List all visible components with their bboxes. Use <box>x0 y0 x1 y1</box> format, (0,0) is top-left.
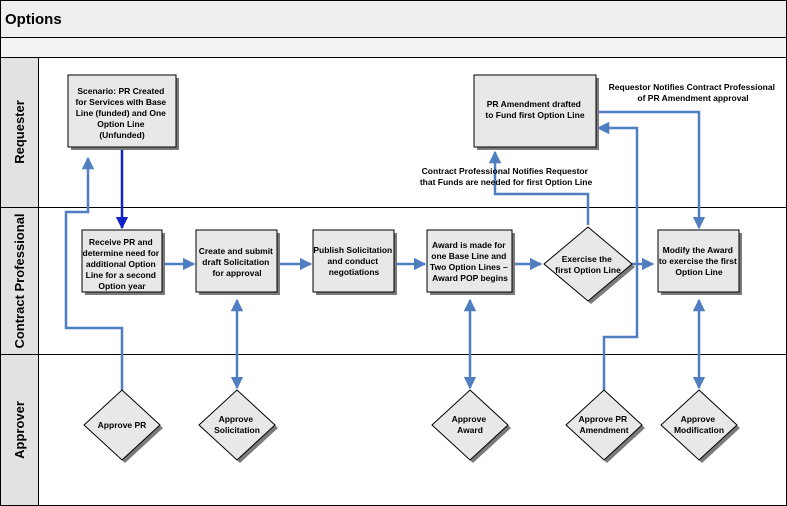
create-solicitation-box <box>195 229 278 293</box>
pr-amendment-label: PR Amendment drafted to Fund first Optio… <box>485 99 584 120</box>
scenario-box <box>67 74 177 148</box>
connector-approve-pr-to-scenario <box>64 156 124 390</box>
award-box <box>426 229 513 293</box>
approve-pr-amendment-decision <box>565 389 643 461</box>
modify-award-box <box>657 229 740 293</box>
approve-award-label: Approve Award <box>452 414 489 435</box>
annotation-notify-cp: Requestor Notifies Contract Professional… <box>609 82 778 103</box>
publish-solicitation-box <box>312 229 395 293</box>
connector-approval-to-modify <box>598 110 706 230</box>
lane-label-approver: Approver <box>12 401 27 459</box>
approve-modification-label: Approve Modification <box>674 414 724 435</box>
approve-pr-label: Approve PR <box>98 420 147 430</box>
approve-pr-decision <box>83 389 161 461</box>
title-bar <box>0 0 787 38</box>
approve-solicitation-label: Approve Solicitation <box>214 414 260 435</box>
approve-solicitation-decision <box>198 389 276 461</box>
pr-amendment-box <box>473 74 597 148</box>
connector-exercise-to-pr-amendment <box>488 150 590 225</box>
modify-award-label: Modify the Award to exercise the first O… <box>659 245 739 277</box>
create-solicitation-label: Create and submit draft Solicitation for… <box>199 246 276 278</box>
receive-pr-box <box>81 229 163 293</box>
exercise-option-decision <box>543 226 633 302</box>
lane-label-requester: Requester <box>12 100 27 164</box>
lane-label-column <box>0 57 39 506</box>
approve-pr-amendment-label: Approve PR Amendment <box>578 414 629 435</box>
exercise-option-label: Exercise the first Option Line <box>555 254 621 275</box>
approve-award-decision <box>431 389 509 461</box>
publish-solicitation-label: Publish Solicitation and conduct negotia… <box>313 245 394 277</box>
lane-label-contract-professional: Contract Professional <box>12 213 27 348</box>
page-title: Options <box>5 11 62 28</box>
receive-pr-label: Receive PR and determine need for additi… <box>83 237 162 291</box>
connectors <box>64 110 706 390</box>
scenario-label: Scenario: PR Created for Services with B… <box>75 86 168 140</box>
header-strip <box>0 37 787 58</box>
approve-modification-decision <box>660 389 738 461</box>
award-label: Award is made for one Base Line and Two … <box>430 240 510 283</box>
connector-approve-amendment-to-pr-amendment <box>596 121 639 390</box>
annotation-notify-requestor: Contract Professional Notifies Requestor… <box>420 166 593 187</box>
